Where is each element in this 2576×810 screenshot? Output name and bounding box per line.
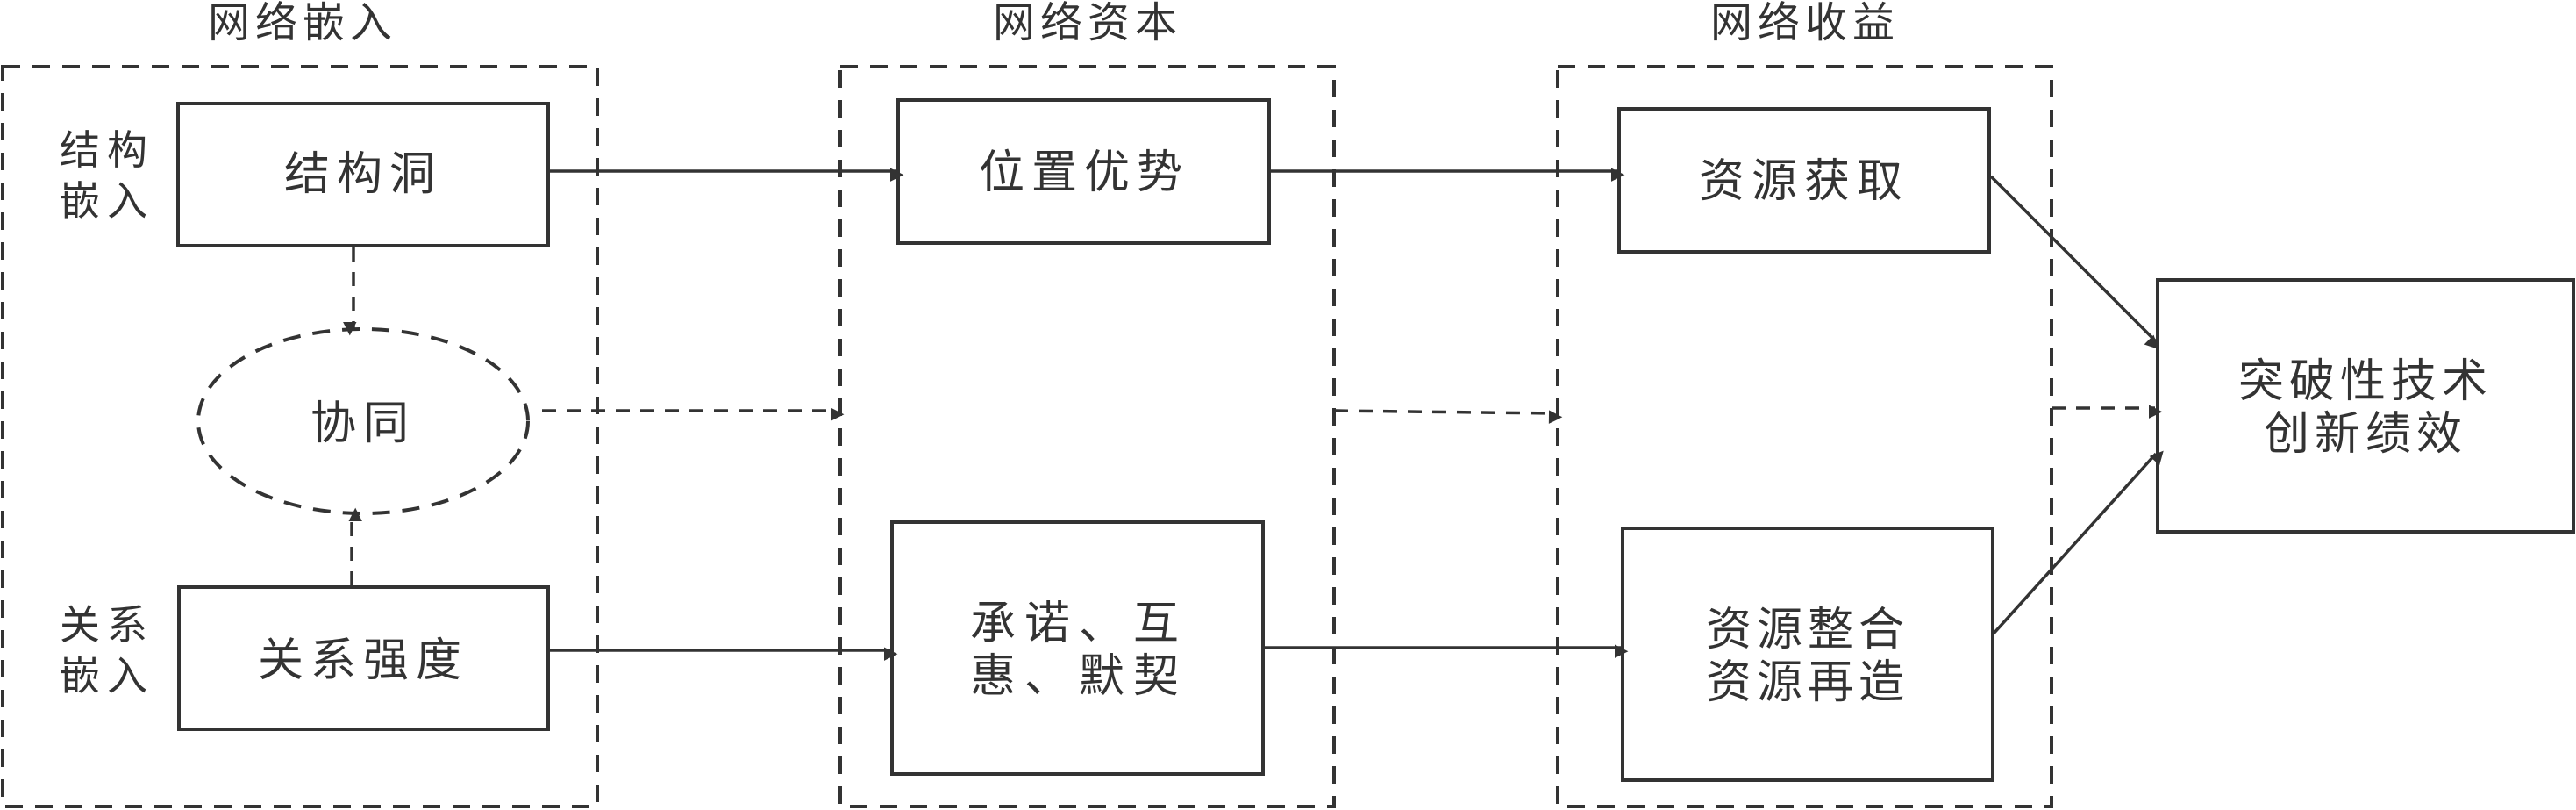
side-label-relational: 关系 嵌入 [60, 601, 154, 699]
node-resource-acquisition-label: 资源获取 [1699, 155, 1909, 208]
node-tie-strength-label: 关系强度 [258, 634, 468, 687]
edge-capital-to-returns [1333, 409, 1563, 424]
node-position-advantage-label: 位置优势 [979, 147, 1189, 199]
group-title-capital: 网络资本 [993, 0, 1182, 47]
node-position-advantage: 位置优势 [896, 98, 1271, 245]
side-label-relational-line2: 嵌入 [60, 652, 154, 699]
group-box-embedding [1, 65, 599, 808]
node-outcome-line1: 突破性技术 [2238, 355, 2493, 408]
node-commitment-line2: 惠、默契 [970, 650, 1188, 703]
node-resource-integration: 资源整合 资源再造 [1621, 527, 1994, 782]
node-structural-hole-label: 结构洞 [284, 148, 442, 201]
edge-resource-integration-to-outcome [1991, 450, 2164, 636]
side-label-structural-line1: 结构 [60, 126, 154, 174]
node-synergy-label: 协同 [310, 398, 416, 450]
node-synergy: 协同 [196, 327, 530, 515]
group-box-returns [1556, 65, 2053, 808]
node-outcome-line2: 创新绩效 [2264, 408, 2467, 461]
side-label-structural-line2: 嵌入 [60, 177, 154, 225]
group-title-returns: 网络收益 [1710, 0, 1900, 47]
edge-resource-acquisition-to-outcome [1989, 175, 2159, 349]
node-resource-integration-line2: 资源再造 [1706, 656, 1909, 709]
group-box-capital [838, 65, 1336, 808]
group-title-embedding: 网络嵌入 [208, 0, 397, 47]
side-label-relational-line1: 关系 [60, 601, 154, 649]
node-commitment-line1: 承诺、互 [970, 598, 1188, 650]
node-structural-hole: 结构洞 [176, 102, 550, 247]
node-outcome: 突破性技术 创新绩效 [2156, 278, 2575, 534]
side-label-structural: 结构 嵌入 [60, 126, 154, 225]
node-resource-acquisition: 资源获取 [1617, 107, 1991, 254]
node-tie-strength: 关系强度 [177, 585, 550, 731]
node-resource-integration-line1: 资源整合 [1706, 604, 1909, 656]
node-commitment: 承诺、互 惠、默契 [890, 520, 1265, 776]
